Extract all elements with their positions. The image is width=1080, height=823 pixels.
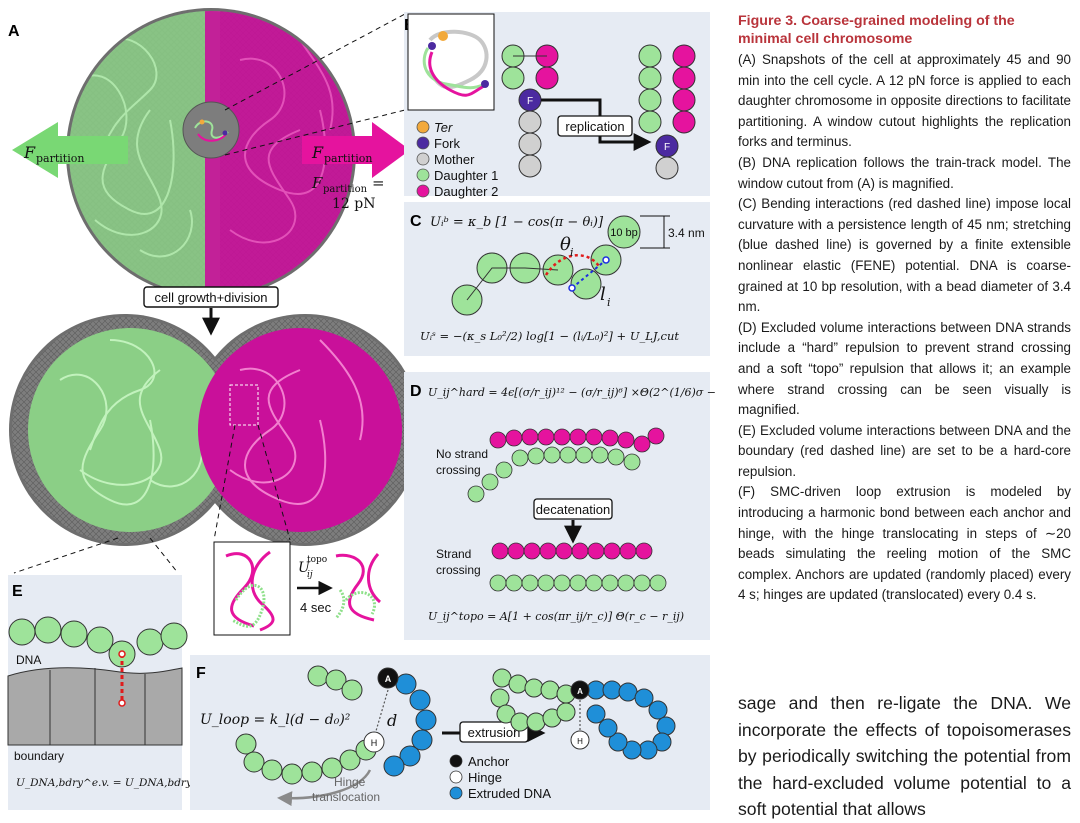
- topo-symbol: U: [298, 560, 311, 576]
- legend-f: Anchor Hinge Extruded DNA: [449, 754, 551, 801]
- crossing-line1: Strand: [436, 547, 471, 561]
- panel-c: C Uᵢᵇ = κ_b [1 − cos(π − θᵢ)] 10 bp θ i …: [404, 202, 710, 356]
- extrusion-label: extrusion: [468, 725, 521, 740]
- legend-b: Ter Fork Mother Daughter 1 Daughter 2: [416, 120, 498, 199]
- legend-label: Extruded DNA: [468, 786, 551, 801]
- replication-before: F: [501, 44, 559, 178]
- hard-formula: U_ij^hard = 4ϵ[(σ/r_ij)¹² − (σ/r_ij)⁶] ×…: [428, 386, 715, 399]
- topo-inset: U topo ij 4 sec: [213, 541, 382, 636]
- legend-item-hinge: Hinge: [449, 770, 502, 785]
- caption-paragraph-a: (A) Snapshots of the cell at approximate…: [738, 52, 1071, 150]
- panel-e-letter: E: [12, 583, 23, 600]
- panel-d: D U_ij^hard = 4ϵ[(σ/r_ij)¹² − (σ/r_ij)⁶]…: [404, 372, 715, 640]
- force-symbol-left: F: [23, 143, 36, 162]
- loop-formula: U_loop = k_l(d − d₀)²: [200, 712, 351, 728]
- hinge-glyph-before: H: [371, 738, 378, 748]
- topo-formula: U_ij^topo = A[1 + cos(πr_ij/r_c)] Θ(r_c …: [428, 610, 684, 623]
- fork-glyph-after: F: [664, 142, 670, 153]
- legend-item-daughter2: Daughter 2: [416, 184, 498, 199]
- force-symbol-right: F: [311, 143, 324, 162]
- legend-label: Hinge: [468, 770, 502, 785]
- panel-f-letter: F: [196, 665, 206, 682]
- caption-paragraph-c: (C) Bending interactions (red dashed lin…: [738, 196, 1071, 315]
- legend-item-mother: Mother: [416, 152, 475, 167]
- legend-label: Fork: [434, 136, 461, 151]
- e-formula: U_DNA,bdry^e.v. = U_DNA,bdry^hard: [16, 777, 226, 789]
- figure-caption: Figure 3. Coarse-grained modeling of the…: [738, 12, 1071, 606]
- loop-before: [235, 665, 437, 785]
- stretch-formula: Uᵢˢ = −(κ_s L₀²/2) log[1 − (lᵢ/L₀)²] + U…: [420, 329, 679, 343]
- force-value: F partition = 12 pN: [311, 174, 385, 212]
- legend-label: Daughter 2: [434, 184, 498, 199]
- bead-label: 10 bp: [610, 227, 638, 239]
- crossing-line2: crossing: [436, 563, 481, 577]
- panel-b: B Ter Fork Mother Daughter 1: [404, 12, 710, 199]
- distance-label: d: [387, 711, 397, 730]
- boundary-label: boundary: [14, 749, 64, 763]
- partition-arrow-right: F partition: [302, 122, 410, 178]
- transition-label: cell growth+division: [154, 290, 267, 305]
- caption-paragraph-b: (B) DNA replication follows the train-tr…: [738, 154, 1071, 191]
- force-value-text: 12 pN: [332, 196, 375, 212]
- topo-sub: ij: [307, 570, 313, 580]
- hinge-translocation-line2: translocation: [312, 790, 380, 804]
- panel-d-letter: D: [410, 383, 422, 400]
- panel-a: A: [8, 8, 421, 636]
- force-subscript-right: partition: [324, 152, 372, 165]
- decatenation-label: decatenation: [536, 502, 610, 517]
- force-subscript-left: partition: [36, 152, 84, 165]
- panel-c-letter: C: [410, 213, 422, 230]
- anchor-glyph-before: A: [385, 674, 392, 684]
- bend-formula: Uᵢᵇ = κ_b [1 − cos(π − θᵢ)]: [430, 215, 604, 230]
- figure-3: A: [7, 8, 715, 810]
- anchor-glyph-after: A: [577, 687, 583, 696]
- body-text: sage and then re-ligate the DNA. We inco…: [738, 693, 1071, 819]
- diameter-label: 3.4 nm: [668, 226, 705, 240]
- no-crossing-line1: No strand: [436, 447, 488, 461]
- force-value-symbol: F: [311, 174, 323, 192]
- panel-e: E DNA boundary U_DNA,bdry^e.v. = U_DNA,b…: [7, 575, 226, 810]
- panel-f: F U_loop = k_l(d − d₀)² A H d Hinge tran…: [190, 655, 710, 810]
- hinge-translocation-line1: Hinge: [334, 775, 366, 789]
- legend-item-extruded: Extruded DNA: [449, 786, 551, 801]
- legend-label: Mother: [434, 152, 475, 167]
- no-crossing-line2: crossing: [436, 463, 481, 477]
- svg-text:=: =: [372, 174, 385, 192]
- topo-sup: topo: [307, 555, 327, 565]
- topo-time: 4 sec: [300, 600, 332, 615]
- theta-symbol: θ: [560, 234, 571, 255]
- caption-paragraph-e: (E) Excluded volume interactions between…: [738, 422, 1071, 479]
- force-value-subscript: partition: [323, 184, 368, 195]
- partition-arrow-left: F partition: [12, 122, 128, 178]
- theta-sub: i: [570, 246, 574, 259]
- caption-paragraph-f: (F) SMC-driven loop extrusion is modeled…: [738, 484, 1071, 603]
- legend-item-daughter1: Daughter 1: [416, 168, 498, 183]
- dna-label: DNA: [16, 653, 41, 667]
- hinge-glyph-after: H: [577, 737, 583, 746]
- panel-a-letter: A: [8, 23, 20, 40]
- crossing-beads: [489, 542, 667, 592]
- caption-title: Figure 3. Coarse-grained modeling of the…: [738, 13, 1015, 47]
- caption-paragraph-d: (D) Excluded volume interactions between…: [738, 319, 1071, 418]
- legend-item-fork: Fork: [416, 136, 461, 151]
- loop-after: [490, 668, 676, 760]
- legend-item-ter: Ter: [416, 120, 453, 135]
- no-crossing-beads: [467, 427, 665, 503]
- legend-label: Ter: [434, 120, 453, 135]
- length-sub: i: [607, 296, 611, 309]
- legend-item-anchor: Anchor: [449, 754, 510, 769]
- legend-label: Anchor: [468, 754, 510, 769]
- replication-after: F: [638, 44, 696, 180]
- cell-snapshot-45min: [66, 8, 356, 298]
- length-symbol: l: [600, 284, 606, 305]
- fork-glyph-before: F: [527, 96, 533, 107]
- replication-label: replication: [565, 119, 624, 134]
- cell-snapshot-90min: [9, 314, 421, 546]
- legend-label: Daughter 1: [434, 168, 498, 183]
